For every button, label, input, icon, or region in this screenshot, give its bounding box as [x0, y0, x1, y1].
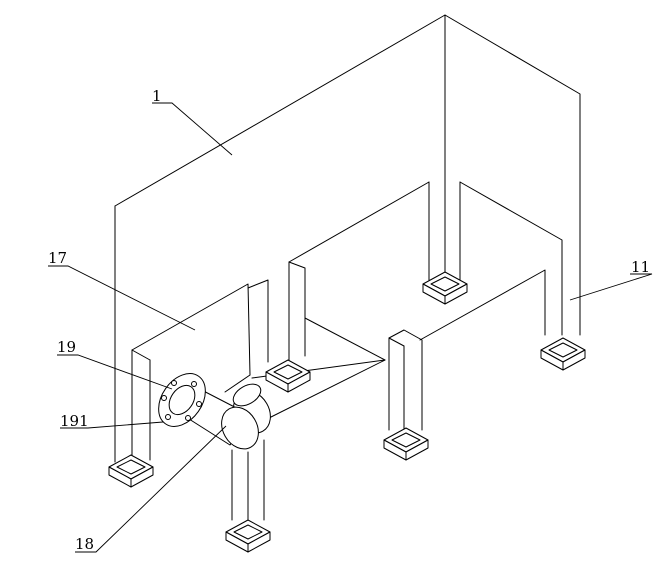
foot-right [540, 337, 586, 371]
label-flange: 19 [57, 338, 76, 356]
label-leg: 11 [631, 258, 650, 276]
flange [158, 373, 206, 427]
label-bolt-hole: 191 [60, 412, 89, 430]
label-body: 1 [152, 87, 162, 105]
part-labels: 1 11 17 19 191 18 [48, 87, 650, 553]
label-hood: 17 [48, 249, 67, 267]
label-pipe: 18 [75, 535, 94, 553]
foot-front-center [383, 427, 429, 461]
foot-back [422, 271, 468, 305]
leader-lines [48, 102, 653, 553]
foot-left [108, 454, 154, 488]
foot-front [225, 519, 271, 553]
legs [231, 329, 423, 529]
foot-mid-left [265, 359, 311, 393]
main-housing [114, 14, 581, 463]
bolt-holes [161, 380, 202, 421]
feet [108, 271, 586, 553]
